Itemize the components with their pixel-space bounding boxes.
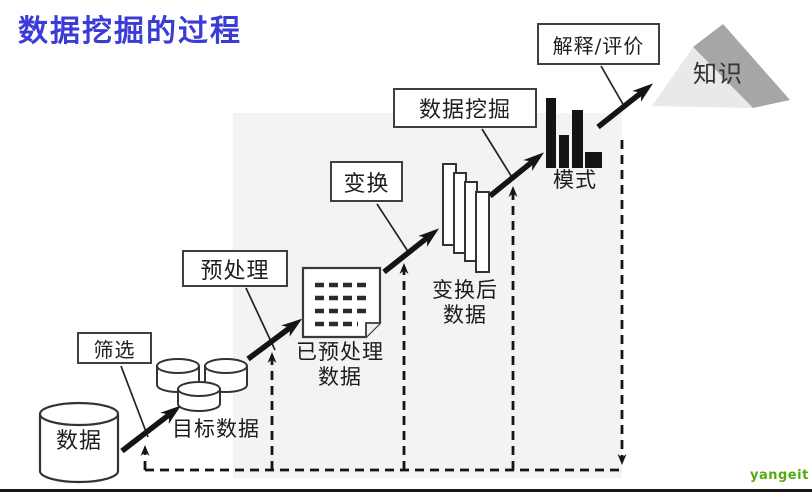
step-box-data-mining: 数据挖掘 [393, 88, 537, 128]
label-target-data: 目标数据 [172, 417, 260, 441]
document-folded-corner [365, 322, 380, 337]
step-box-selection: 筛选 [77, 332, 152, 364]
feedback-dashed-path [140, 140, 627, 472]
flow-arrow-1 [120, 405, 182, 454]
pyramid-dark-face [693, 24, 790, 108]
flow-arrow-4 [488, 152, 544, 199]
pyramid-light-face [652, 47, 753, 108]
watermark-logo: yangeit [750, 468, 809, 483]
transformed-bars-icon [442, 163, 490, 273]
step-box-evaluation: 解释/评价 [537, 23, 660, 65]
label-transformed-line2: 数据 [443, 302, 487, 327]
connector-line-transformation [376, 203, 410, 254]
background-panel [233, 113, 622, 478]
step-box-preprocessing: 预处理 [182, 250, 288, 287]
target-data-cylinders-icon [156, 358, 248, 412]
cylinder-top [38, 401, 120, 427]
step-box-transformation: 变换 [330, 161, 403, 202]
label-preprocessed-line1: 已预处理 [296, 340, 384, 364]
label-preprocessed-line2: 数据 [318, 364, 362, 389]
label-transformed-data: 变换后 数据 [424, 278, 506, 328]
flow-arrow-5 [596, 83, 654, 130]
document-icon [301, 266, 382, 339]
flow-arrow-3 [382, 228, 440, 275]
label-patterns: 模式 [553, 168, 597, 192]
database-cylinder-icon [38, 401, 120, 484]
label-preprocessed-data: 已预处理 数据 [290, 340, 390, 390]
knowledge-pyramid-icon [652, 24, 790, 108]
cylinder-back-right-top [204, 358, 248, 374]
label-source-data: 数据 [55, 429, 102, 454]
connector-line-selection [120, 365, 149, 438]
flow-arrow-2 [246, 318, 303, 362]
connector-line-evaluation [600, 65, 625, 107]
label-knowledge: 知识 [693, 60, 743, 88]
cylinder-body [38, 414, 120, 484]
cylinder-front-top [177, 381, 221, 397]
connector-line-datamining [481, 128, 514, 180]
page-title: 数据挖掘的过程 [18, 14, 242, 49]
flow-arrows [120, 83, 654, 454]
document-dashed-text-lines [315, 282, 369, 327]
label-transformed-line1: 变换后 [432, 278, 498, 302]
cylinder-back-left-top [156, 358, 200, 374]
pattern-histogram-icon [546, 98, 602, 168]
bottom-rule [0, 489, 812, 492]
